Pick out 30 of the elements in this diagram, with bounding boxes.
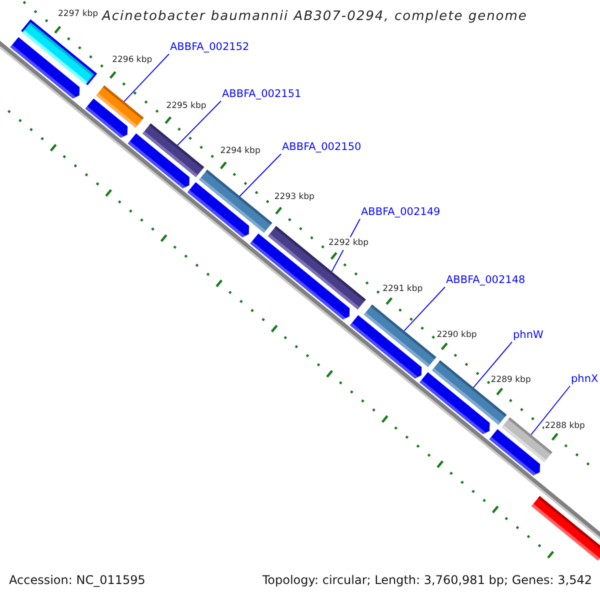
- gene-block: [85, 98, 128, 138]
- gene-block: [350, 315, 422, 378]
- gene-label: phnX: [571, 373, 598, 386]
- leader-line: [404, 286, 446, 332]
- leader-line: [239, 154, 282, 197]
- leader-line: [124, 54, 170, 102]
- gene-label: ABBFA_002150: [282, 141, 362, 154]
- footer-text: Accession: NC_011595: [9, 574, 146, 587]
- scale-label: 2297 kbp: [57, 8, 100, 21]
- scale-label: 2291 kbp: [382, 282, 424, 296]
- title: Acinetobacter baumannii AB307-0294, complete genome: [102, 10, 528, 23]
- gene-label: phnW: [513, 329, 544, 342]
- leader-line: [472, 342, 512, 388]
- gene-label: ABBFA_002151: [222, 88, 302, 101]
- leader-line: [176, 100, 222, 146]
- gene-block: [10, 37, 80, 98]
- gene-block: [187, 182, 250, 238]
- gene-label: ABBFA_002149: [361, 206, 440, 219]
- gene-label: ABBFA_002148: [446, 274, 526, 287]
- scale-label: 2295 kbp: [165, 100, 208, 113]
- gene-block: [128, 133, 190, 188]
- scale-label: 2296 kbp: [111, 54, 154, 67]
- gene-label: ABBFA_002152: [170, 41, 250, 54]
- scale-label: 2288 kbp: [544, 420, 586, 434]
- scale-label: 2290 kbp: [436, 328, 478, 342]
- gene-block: [420, 372, 490, 434]
- leader-line: [530, 386, 570, 436]
- scale-label: 2292 kbp: [328, 237, 370, 250]
- gene-block: [489, 429, 540, 476]
- footer-text: Topology: circular; Length: 3,760,981 bp; Genes: 3,542: [262, 574, 592, 587]
